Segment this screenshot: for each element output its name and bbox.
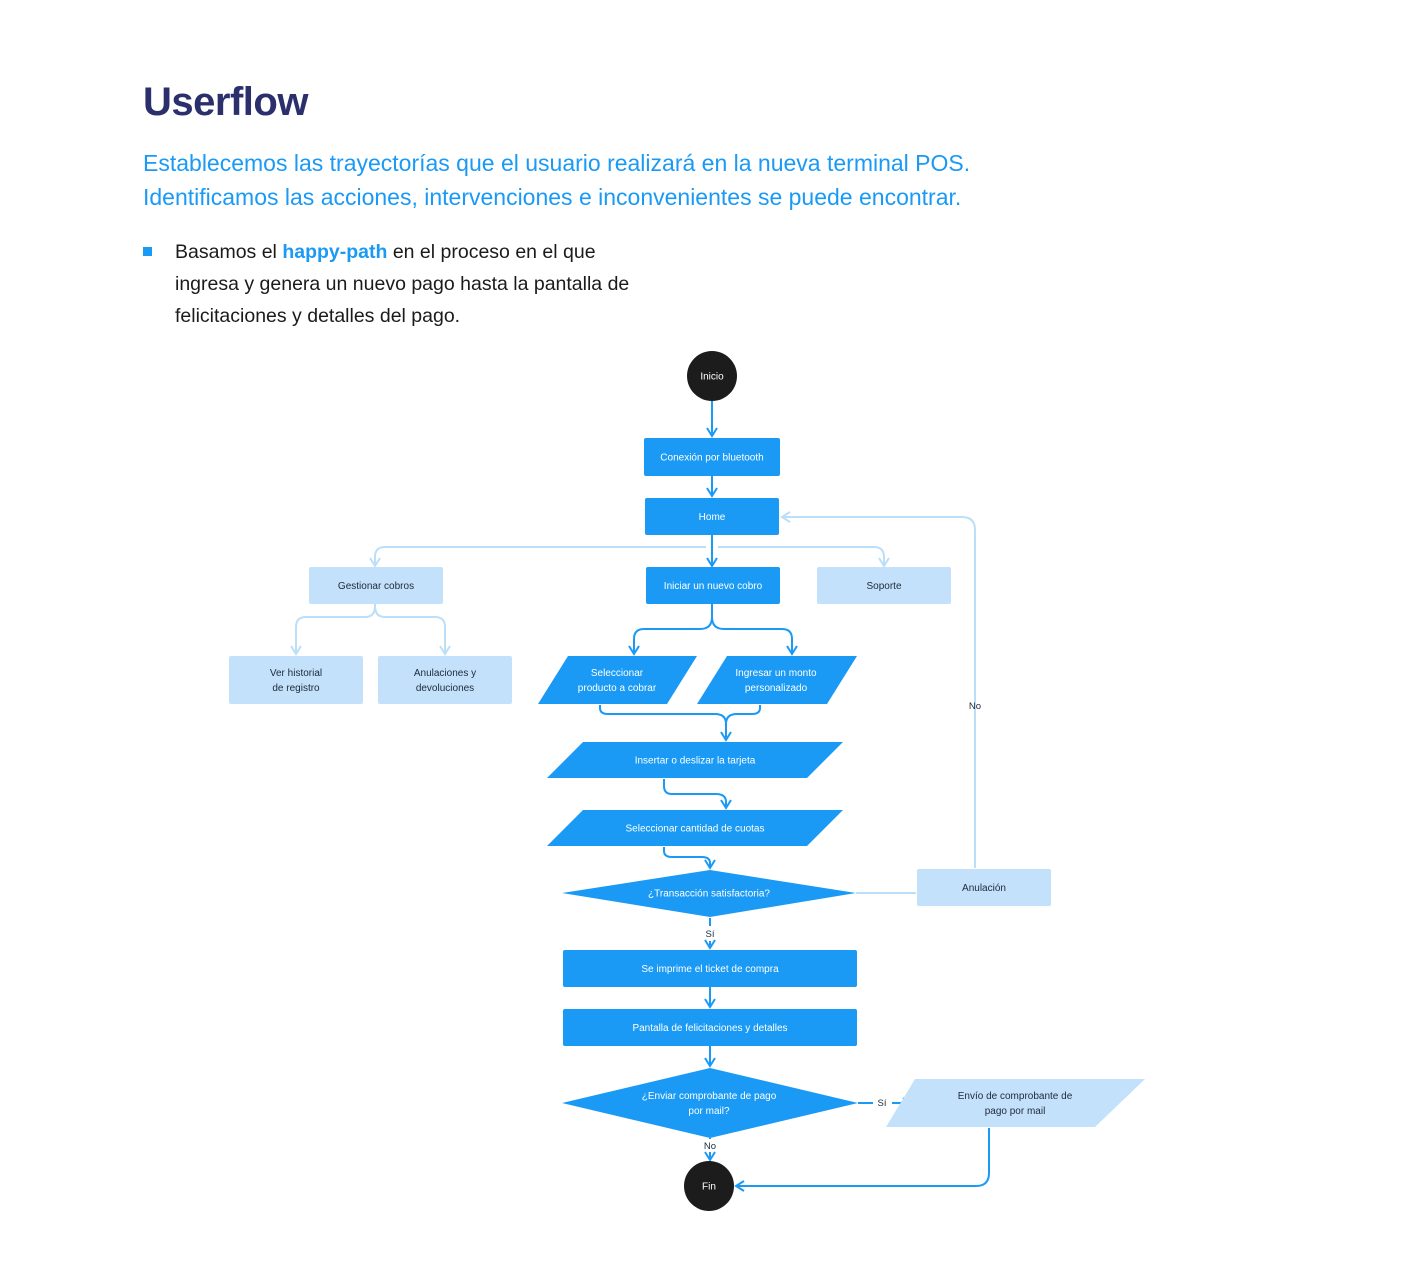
node-anulacion: Anulación <box>917 869 1051 906</box>
node-envio-label-1: Envío de comprobante de <box>958 1091 1073 1102</box>
connector-home-gestionar <box>369 546 706 568</box>
subtitle-line-2: Identificamos las acciones, intervencion… <box>143 184 962 210</box>
label-no-anulacion: No <box>969 701 981 712</box>
happy-path-highlight: happy-path <box>282 241 388 263</box>
node-enviar-comprobante: ¿Enviar comprobante de pago por mail? <box>562 1068 858 1138</box>
label-no-enviar: No <box>704 1141 716 1152</box>
connector-cuotas-transaccion <box>663 847 716 870</box>
page-title: Userflow <box>143 80 308 124</box>
page-subtitle: Establecemos las trayectorías que el usu… <box>143 146 970 214</box>
node-ingresar-monto: Ingresar un monto personalizado <box>697 656 857 704</box>
node-ticket-label: Se imprime el ticket de compra <box>641 964 779 975</box>
node-soporte: Soporte <box>817 567 951 604</box>
node-enviar-label-1: ¿Enviar comprobante de pago <box>642 1091 777 1102</box>
connector-seleccionar-insertar <box>599 705 732 742</box>
node-seleccionar-producto: Seleccionar producto a cobrar <box>538 656 697 704</box>
node-anulaciones-devoluciones: Anulaciones y devoluciones <box>378 656 512 704</box>
label-si-transaccion: Sí <box>706 929 715 940</box>
connector-envio-fin <box>734 1128 990 1192</box>
node-gestionar-cobros: Gestionar cobros <box>309 567 443 604</box>
node-felicitaciones: Pantalla de felicitaciones y detalles <box>563 1009 857 1046</box>
node-insertar-tarjeta: Insertar o deslizar la tarjeta <box>547 742 843 778</box>
connector-home-soporte <box>718 546 890 568</box>
bullet-text-end: en el proceso en el que ingresa y genera… <box>175 241 630 327</box>
connector-cobro-seleccionar <box>628 604 713 656</box>
node-ticket: Se imprime el ticket de compra <box>563 950 857 987</box>
node-anulaciones-label-2: devoluciones <box>416 683 474 694</box>
node-bluetooth: Conexión por bluetooth <box>644 438 780 476</box>
node-insertar-label: Insertar o deslizar la tarjeta <box>635 756 756 767</box>
node-ingresar-label-2: personalizado <box>745 683 808 694</box>
subtitle-line-1: Establecemos las trayectorías que el usu… <box>143 150 971 176</box>
connector-ingresar-insertar <box>725 705 761 740</box>
node-transaccion-satisfactoria: ¿Transacción satisfactoria? <box>562 870 856 917</box>
node-inicio-label: Inicio <box>700 372 724 383</box>
bullet-text-start: Basamos el <box>175 241 277 263</box>
node-seleccionar-label-1: Seleccionar <box>591 668 644 679</box>
node-historial-label-1: Ver historial <box>270 668 322 679</box>
node-anulaciones-label-1: Anulaciones y <box>414 668 476 679</box>
node-home: Home <box>645 498 779 535</box>
node-envio-comprobante: Envío de comprobante de pago por mail <box>886 1079 1145 1127</box>
node-felicitaciones-label: Pantalla de felicitaciones y detalles <box>632 1023 787 1034</box>
node-gestionar-label: Gestionar cobros <box>338 581 414 592</box>
node-transaccion-label: ¿Transacción satisfactoria? <box>648 889 770 900</box>
node-home-label: Home <box>699 512 726 523</box>
node-ingresar-label-1: Ingresar un monto <box>735 668 817 679</box>
node-seleccionar-label-2: producto a cobrar <box>578 683 657 694</box>
node-enviar-label-2: por mail? <box>688 1106 730 1117</box>
node-cantidad-cuotas: Seleccionar cantidad de cuotas <box>547 810 843 846</box>
node-soporte-label: Soporte <box>866 581 901 592</box>
bullet-square-icon <box>143 247 152 256</box>
connector-gestionar-historial <box>290 604 376 656</box>
connector-cobro-ingresar <box>711 604 798 656</box>
connector-gestionar-anulaciones <box>374 604 451 656</box>
label-si-envio: Sí <box>878 1098 887 1109</box>
node-cuotas-label: Seleccionar cantidad de cuotas <box>626 824 765 835</box>
node-anulacion-label: Anulación <box>962 883 1006 894</box>
node-inicio: Inicio <box>687 351 737 401</box>
node-fin-label: Fin <box>702 1182 716 1193</box>
node-envio-label-2: pago por mail <box>985 1106 1046 1117</box>
node-nuevo-cobro-label: Iniciar un nuevo cobro <box>664 581 763 592</box>
flow-connectors <box>290 401 990 1192</box>
node-ver-historial: Ver historial de registro <box>229 656 363 704</box>
node-fin: Fin <box>684 1161 734 1211</box>
node-bluetooth-label: Conexión por bluetooth <box>660 453 763 464</box>
node-nuevo-cobro: Iniciar un nuevo cobro <box>646 567 780 604</box>
connector-anulacion-home <box>780 511 976 868</box>
node-historial-label-2: de registro <box>272 683 320 694</box>
bullet-text: Basamos el happy-path en el proceso en e… <box>175 236 655 332</box>
connector-insertar-cuotas <box>663 779 732 810</box>
